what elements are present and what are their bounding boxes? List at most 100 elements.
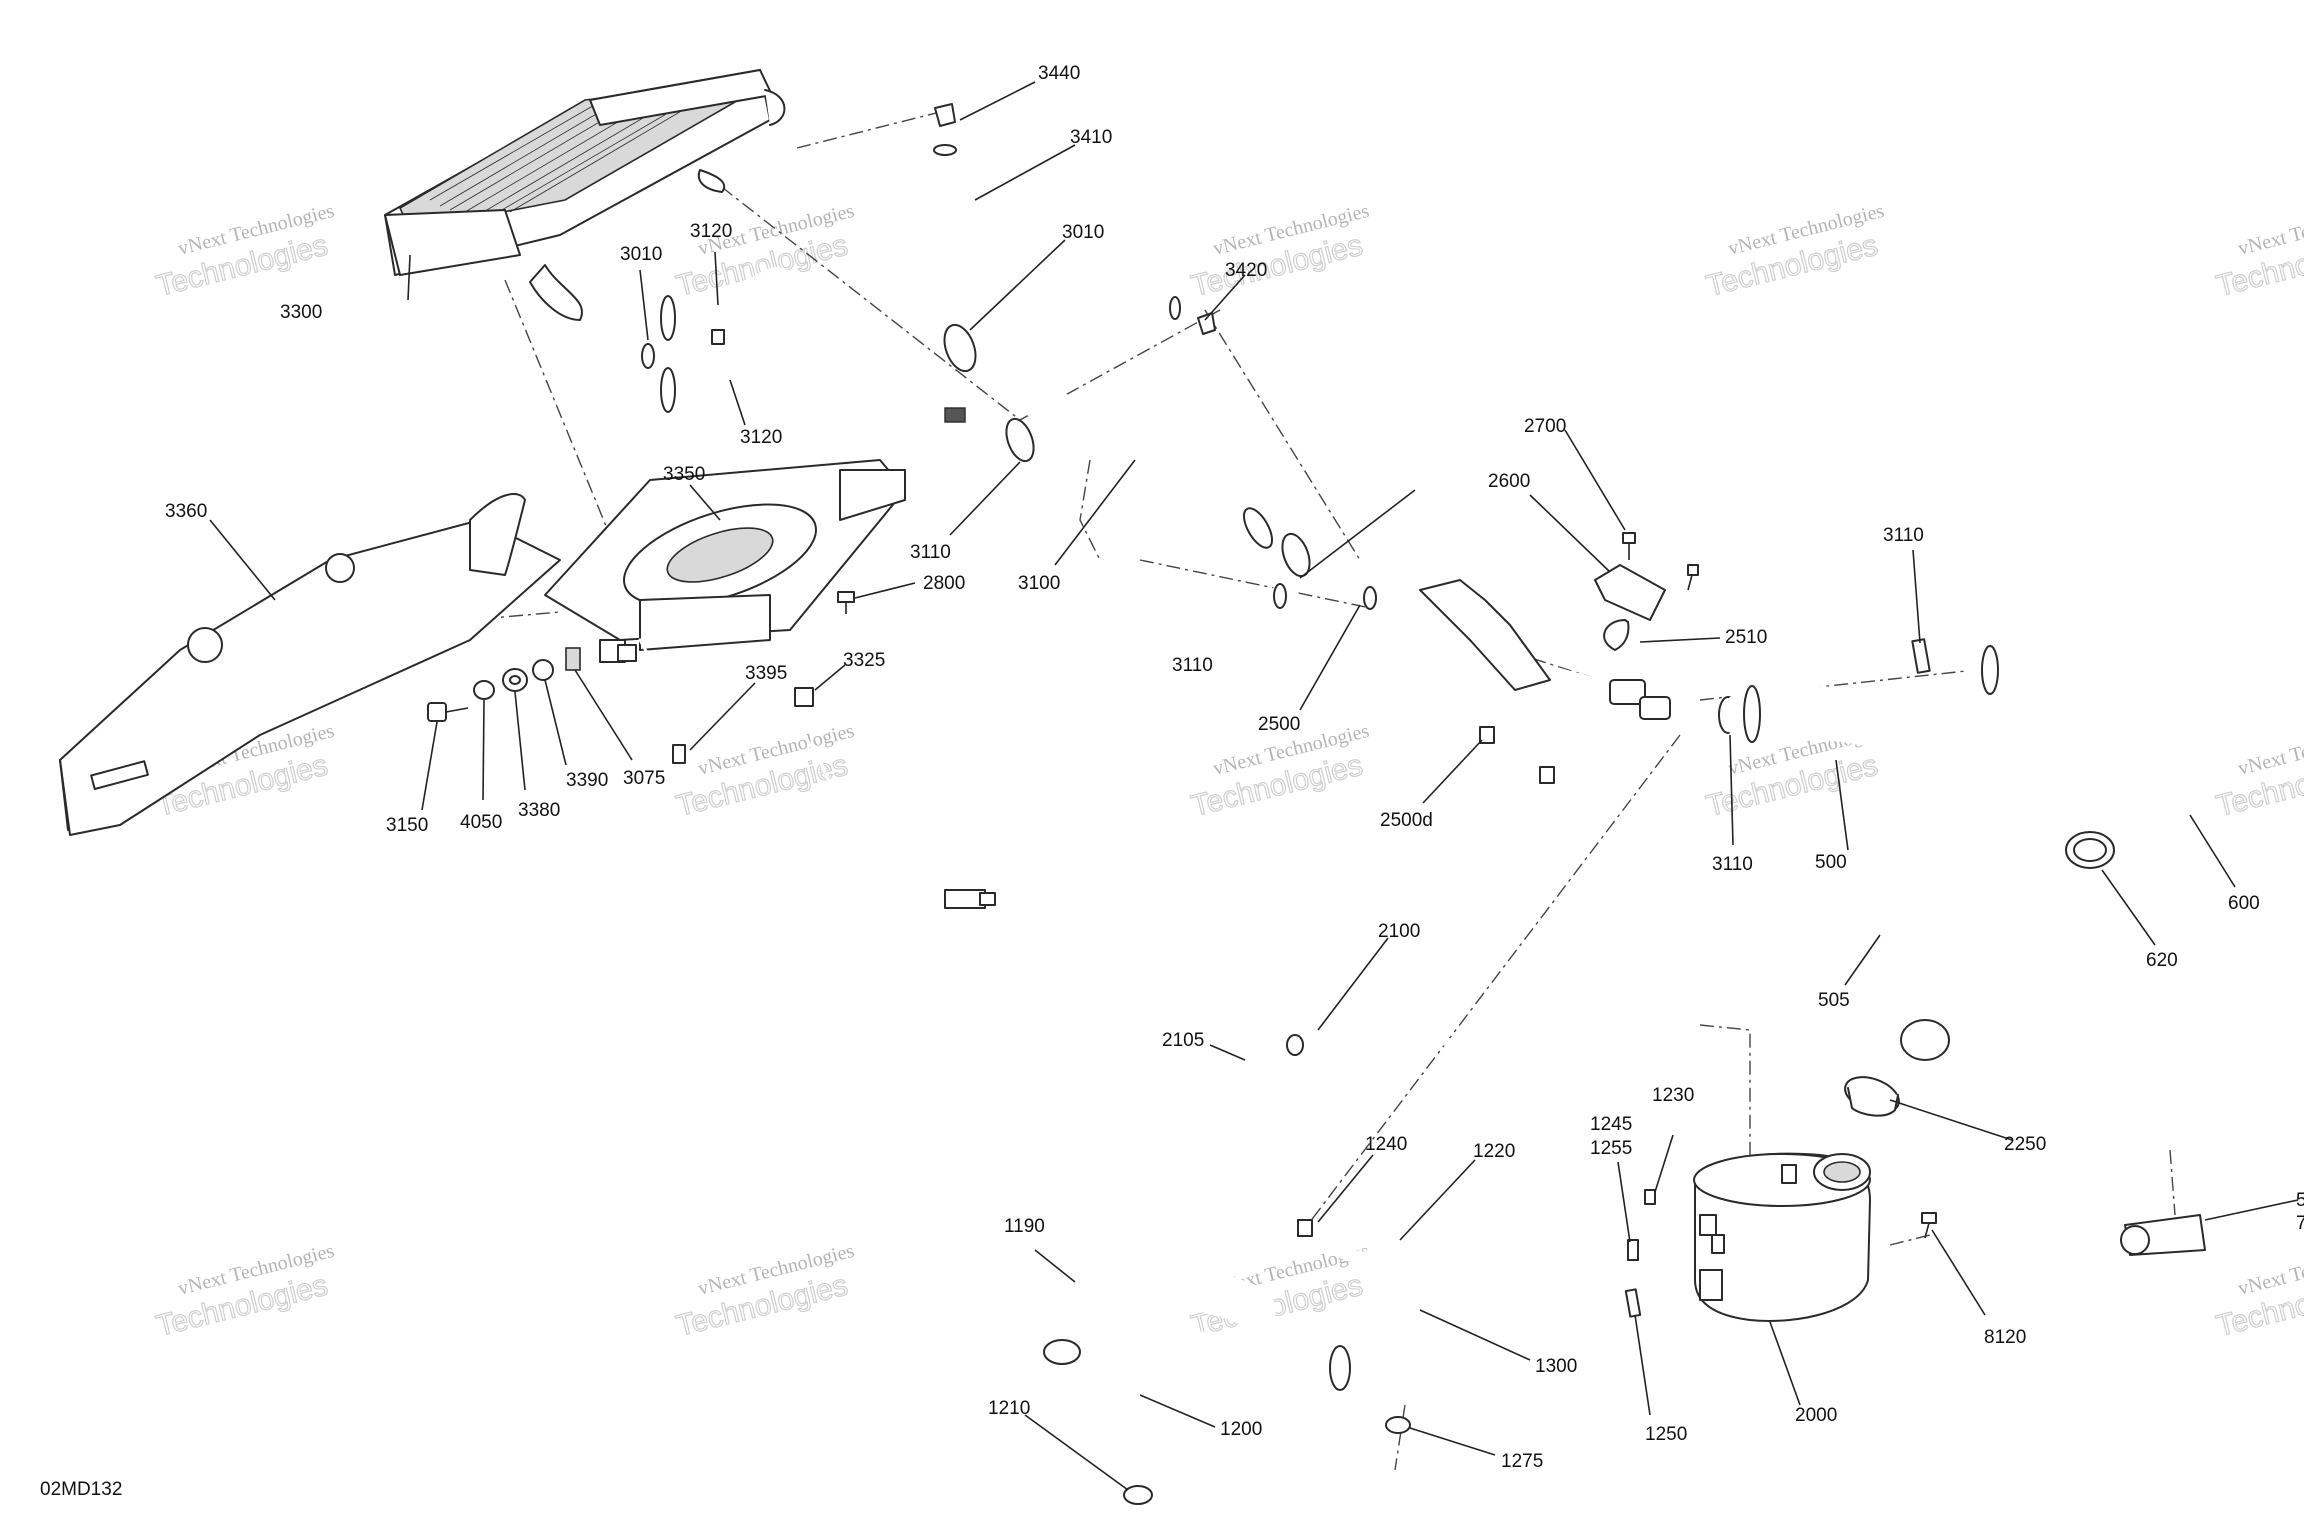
callout-3110: 3110 (1712, 854, 1753, 875)
hose-3120-upper (650, 267, 800, 345)
clamp-3110-b (1281, 532, 1311, 578)
callout-3120: 3120 (740, 427, 782, 448)
hose-3120-lower (650, 341, 980, 440)
strap-clamp (2120, 1214, 2206, 1256)
clamp-3110-d (1911, 638, 1931, 674)
callout-3410: 3410 (1070, 127, 1112, 148)
screw-3395 (672, 744, 686, 764)
callout-3150: 3150 (386, 815, 428, 836)
callout-3075: 3075 (623, 768, 665, 789)
callout-500: 500 (1815, 852, 1847, 873)
callout-3390: 3390 (566, 770, 608, 791)
nut-3390 (532, 659, 554, 681)
watermark: vNext Technologies Technologies (152, 1240, 336, 1344)
watermark: vNext Technologies Technologies (1187, 720, 1371, 824)
cap-2250 (1844, 1076, 1900, 1117)
tube-2100 (1286, 1026, 1704, 1062)
callout-505: 505 (1818, 990, 1850, 1011)
hose-1220 (1334, 1173, 1606, 1266)
callout-3110: 3110 (1172, 655, 1213, 676)
callout-2500: 2500 (1258, 714, 1300, 735)
watermark: vNext Technologies Technologies (2212, 1240, 2304, 1344)
watermark: vNext Technologies Technologies (152, 200, 336, 304)
callout-3325: 3325 (843, 650, 885, 671)
hose-500 (1723, 685, 2177, 1147)
hose-1300 (1397, 1243, 1631, 1386)
bolt-8120 (1921, 1212, 1937, 1239)
bolt-2700 (1622, 532, 1636, 560)
watermark: vNext Technologies Technologies (672, 1240, 856, 1344)
diagram-code: 02MD132 (40, 1479, 122, 1500)
clip-3325 (794, 687, 814, 707)
callout-2700: 2700 (1524, 416, 1566, 437)
callout-1275: 1275 (1501, 1451, 1543, 1472)
callout-3100: 3100 (1018, 573, 1060, 594)
callout-3440: 3440 (1038, 63, 1080, 84)
callout-2800: 2800 (923, 573, 965, 594)
clamp-620 (2065, 831, 2115, 869)
callout-1240: 1240 (1365, 1134, 1407, 1155)
callout-1300: 1300 (1535, 1356, 1577, 1377)
callout-620: 620 (2146, 950, 2178, 971)
callout-1200: 1200 (1220, 1419, 1262, 1440)
thermostat-assembly-2500 (1270, 579, 1671, 720)
clip-1240 (1297, 1219, 1313, 1237)
hose-505 (1840, 792, 1950, 1063)
leader-lines (209, 81, 2299, 1491)
callout-labels: 3440 3410 3010 3120 3010 3300 3420 3120 … (165, 63, 2304, 1472)
watermark: vNext Technologies Technologies (1187, 200, 1371, 304)
radiator-3300 (384, 69, 786, 321)
callout-2250: 2250 (2004, 1134, 2046, 1155)
wire-harness (638, 638, 996, 909)
callout-1210: 1210 (988, 1398, 1030, 1419)
fitting-1250 (1624, 1288, 1642, 1318)
callout-8120: 8120 (1984, 1327, 2026, 1348)
callout-3010: 3010 (1062, 222, 1104, 243)
callout-3120: 3120 (690, 221, 732, 242)
callout-1245: 1245 (1590, 1114, 1632, 1135)
hose-600 (1966, 635, 2222, 844)
fan-assembly-3350 (544, 459, 906, 663)
callout-2000: 2000 (1795, 1405, 1837, 1426)
clip-3440 (934, 103, 956, 127)
callout-1255: 1255 (1590, 1138, 1632, 1159)
callout-2500d: 2500d (1380, 810, 1433, 831)
grommet-2500d (1479, 726, 1495, 744)
bracket-2600 (1594, 564, 1666, 651)
callout-2510: 2510 (1725, 627, 1767, 648)
hose-1200 (1091, 1331, 1361, 1496)
clip-1230 (1644, 1189, 1656, 1205)
callout-2100: 2100 (1378, 921, 1420, 942)
watermark: vNext Technologies Technologies (2212, 720, 2304, 824)
callout-3380: 3380 (518, 800, 560, 821)
callout-1220: 1220 (1473, 1141, 1515, 1162)
callout-3110: 3110 (1883, 525, 1924, 546)
callout-2600: 2600 (1488, 471, 1530, 492)
hose-3100 (980, 348, 1280, 550)
washer-3380 (502, 668, 528, 692)
callout-5: 5 (2296, 1190, 2304, 1211)
grommet-2500d-b (1539, 766, 1555, 784)
callout-4050: 4050 (460, 812, 502, 833)
watermark: vNext Technologies Technologies (672, 720, 856, 824)
clip-1275 (1385, 1416, 1411, 1434)
bolt-3150 (427, 702, 469, 722)
callout-2105: 2105 (1162, 1030, 1204, 1051)
bracket-3360 (59, 493, 561, 836)
fitting-1245 (1627, 1239, 1639, 1261)
callout-1250: 1250 (1645, 1424, 1687, 1445)
hose-1190 (1030, 1258, 1276, 1371)
callout-3010: 3010 (620, 244, 662, 265)
clamp-3110-a (1005, 417, 1035, 463)
watermark: vNext Technologies Technologies (2212, 200, 2304, 304)
callout-3420: 3420 (1225, 260, 1267, 281)
elbow-2105 (1240, 1053, 1300, 1101)
reservoir-2000 (1693, 1152, 1871, 1322)
watermark: vNext Technologies Technologies (1702, 200, 1886, 304)
grommet-3075 (565, 647, 581, 671)
callout-7: 7 (2296, 1213, 2304, 1234)
hose-3410 (933, 141, 1184, 320)
clip-3420 (1197, 312, 1216, 335)
callout-3110: 3110 (910, 542, 951, 563)
